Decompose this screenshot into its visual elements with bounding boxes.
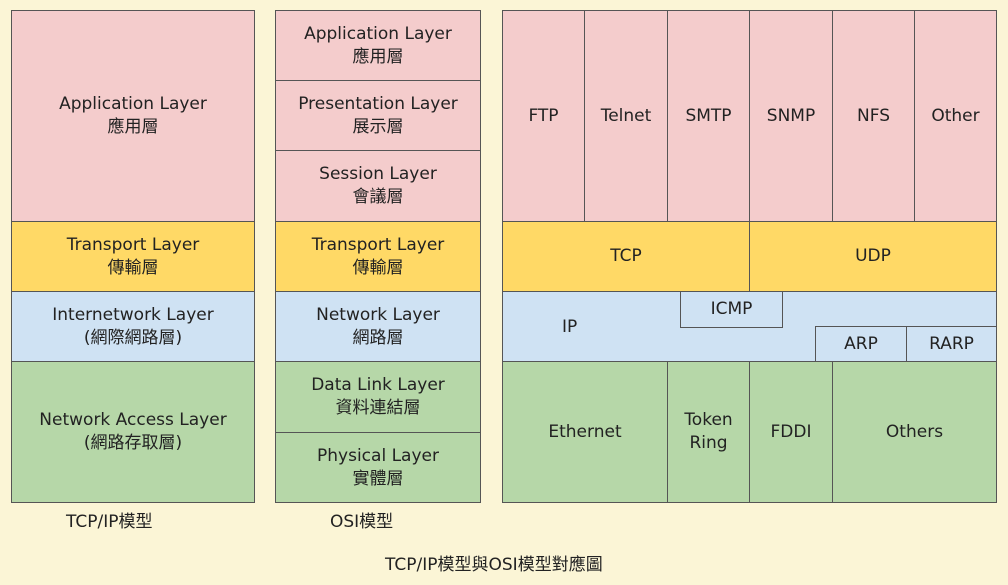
- protocol-others: Others: [832, 361, 997, 503]
- osi-physical-en: Physical Layer: [317, 445, 439, 466]
- osi-data-link-layer: Data Link Layer 資料連結層: [275, 361, 481, 433]
- protocol-token-ring: Token Ring: [667, 361, 750, 503]
- osi-session-zh: 會議層: [352, 187, 404, 207]
- osi-network-en: Network Layer: [316, 304, 440, 325]
- protocol-arp: ARP: [815, 326, 907, 362]
- protocol-telnet: Telnet: [584, 10, 668, 222]
- osi-application-zh: 應用層: [352, 46, 404, 67]
- osi-network-layer: Network Layer 網路層: [275, 291, 481, 362]
- protocol-snmp: SNMP: [749, 10, 833, 222]
- protocol-ethernet: Ethernet: [502, 361, 668, 503]
- protocol-icmp: ICMP: [680, 291, 783, 328]
- osi-application-en: Application Layer: [304, 23, 452, 44]
- protocol-ip: IP: [562, 317, 578, 337]
- tcpip-application-en: Application Layer: [59, 94, 207, 114]
- protocol-udp: UDP: [749, 221, 997, 292]
- osi-network-zh: 網路層: [352, 327, 404, 348]
- osi-presentation-en: Presentation Layer: [298, 93, 458, 114]
- osi-session-en: Session Layer: [319, 164, 437, 184]
- tcpip-application-zh: 應用層: [107, 117, 159, 137]
- protocol-ftp: FTP: [502, 10, 585, 222]
- tcpip-internetwork-en: Internetwork Layer: [52, 304, 214, 325]
- osi-transport-zh: 傳輸層: [352, 257, 404, 278]
- tcpip-network-access-zh: (網路存取層): [83, 433, 183, 453]
- osi-physical-zh: 實體層: [352, 468, 404, 489]
- protocol-nfs: NFS: [832, 10, 915, 222]
- protocol-fddi: FDDI: [749, 361, 833, 503]
- osi-presentation-zh: 展示層: [352, 116, 404, 137]
- tcpip-transport-zh: 傳輸層: [107, 257, 159, 278]
- osi-session-layer: Session Layer 會議層: [275, 150, 481, 222]
- protocol-token-ring-line2: Ring: [689, 433, 728, 453]
- protocol-smtp: SMTP: [667, 10, 750, 222]
- osi-data-link-zh: 資料連結層: [335, 398, 421, 418]
- osi-physical-layer: Physical Layer 實體層: [275, 432, 481, 503]
- osi-application-layer: Application Layer 應用層: [275, 10, 481, 81]
- protocol-rarp: RARP: [906, 326, 997, 362]
- protocol-token-ring-line1: Token: [684, 410, 733, 430]
- osi-transport-layer: Transport Layer 傳輸層: [275, 221, 481, 292]
- tcpip-transport-layer: Transport Layer 傳輸層: [11, 221, 255, 292]
- tcpip-network-access-layer: Network Access Layer (網路存取層): [11, 361, 255, 503]
- protocol-other: Other: [914, 10, 997, 222]
- osi-data-link-en: Data Link Layer: [311, 375, 445, 395]
- tcpip-transport-en: Transport Layer: [66, 234, 200, 255]
- tcpip-application-layer: Application Layer 應用層: [11, 10, 255, 222]
- osi-caption: OSI模型: [330, 512, 394, 532]
- protocol-tcp: TCP: [502, 221, 750, 292]
- osi-presentation-layer: Presentation Layer 展示層: [275, 80, 481, 151]
- tcpip-internetwork-zh: (網際網路層): [83, 327, 183, 348]
- tcpip-caption: TCP/IP模型: [66, 512, 153, 532]
- tcpip-internetwork-layer: Internetwork Layer (網際網路層): [11, 291, 255, 362]
- osi-transport-en: Transport Layer: [311, 234, 445, 255]
- figure-caption: TCP/IP模型與OSI模型對應圖: [385, 555, 603, 575]
- tcpip-network-access-en: Network Access Layer: [39, 410, 227, 430]
